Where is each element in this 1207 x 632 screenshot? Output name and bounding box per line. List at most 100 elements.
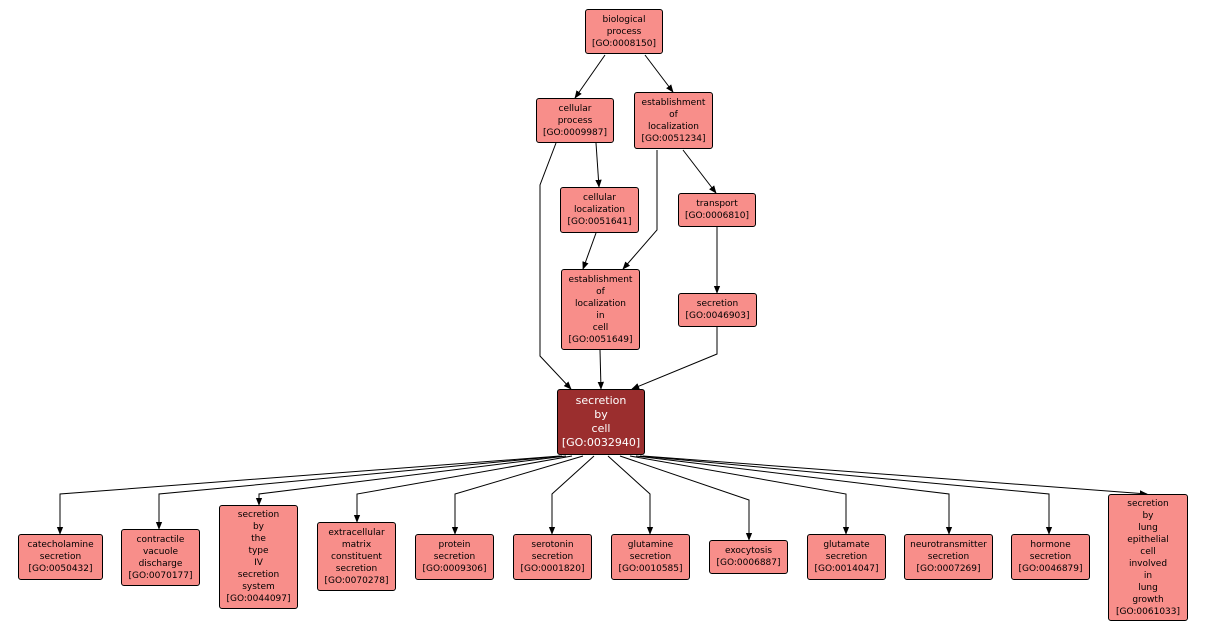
node-label-line: secretion bbox=[927, 552, 970, 562]
node-catecholamine-secretion[interactable]: catecholamine secretion [GO:0050432] bbox=[18, 534, 103, 580]
node-label-line: type bbox=[248, 546, 269, 556]
node-label-line: [GO:0009987] bbox=[542, 127, 608, 138]
node-label-line: localization bbox=[648, 121, 699, 132]
node-label-line: [GO:0001820] bbox=[520, 564, 585, 574]
edge-establishment-of-localization-to-establishment-in-cell bbox=[622, 150, 658, 270]
node-label-line: vacuole bbox=[142, 546, 179, 557]
node-label-line: [GO:0006810] bbox=[684, 211, 750, 221]
node-label-line: [GO:0006887] bbox=[716, 558, 781, 568]
node-label-line: establishment bbox=[641, 97, 706, 108]
node-label-line: process bbox=[557, 115, 593, 126]
node-label-line: of bbox=[669, 109, 678, 120]
node-label-line: glutamine bbox=[627, 540, 674, 550]
edge-to-type-iv-secretion bbox=[255, 455, 567, 506]
node-label-line: catecholamine bbox=[27, 540, 94, 550]
node-label-line: of bbox=[596, 286, 605, 297]
node-label-line: lung bbox=[1138, 582, 1158, 593]
node-label-line: cell bbox=[592, 322, 609, 333]
node-label-line: [GO:0044097] bbox=[226, 594, 291, 604]
edge-to-catecholamine-secretion bbox=[56, 455, 561, 535]
edge-secretion-to-secretion-by-cell bbox=[631, 327, 718, 390]
node-label-line: cellular bbox=[558, 103, 592, 114]
node-label-line: secretion bbox=[696, 299, 739, 309]
node-cellular-process[interactable]: cellular process [GO:0009987] bbox=[536, 98, 614, 143]
node-label-line: exocytosis bbox=[724, 546, 773, 556]
node-glutamine-secretion[interactable]: glutamine secretion [GO:0010585] bbox=[611, 534, 690, 580]
edge-to-exocytosis bbox=[619, 455, 753, 541]
node-label-line: by bbox=[594, 408, 608, 421]
edge-to-serotonin-secretion bbox=[548, 455, 595, 535]
node-label-line: [GO:0046903] bbox=[685, 311, 750, 321]
node-label-line: [GO:0046879] bbox=[1018, 564, 1083, 574]
node-label-line: extracellular bbox=[328, 527, 385, 538]
node-contractile-vacuole-discharge[interactable]: contractile vacuole discharge [GO:007017… bbox=[121, 529, 200, 586]
edge-biological-process-to-cellular-process bbox=[574, 54, 606, 99]
node-label-line: cell bbox=[1140, 546, 1156, 557]
node-cellular-localization[interactable]: cellular localization [GO:0051641] bbox=[560, 187, 639, 233]
node-label-line: secretion bbox=[237, 570, 280, 580]
node-label-line: IV bbox=[254, 558, 263, 568]
node-protein-secretion[interactable]: protein secretion [GO:0009306] bbox=[415, 534, 494, 580]
node-label-line: glutamate bbox=[823, 540, 870, 550]
node-hormone-secretion[interactable]: hormone secretion [GO:0046879] bbox=[1011, 534, 1090, 580]
node-label-line: constituent bbox=[331, 551, 382, 562]
node-label-line: hormone bbox=[1030, 540, 1071, 550]
node-establishment-of-localization[interactable]: establishment of localization [GO:005123… bbox=[634, 92, 713, 149]
edge-to-glutamine-secretion bbox=[607, 455, 654, 535]
node-label-line: the bbox=[251, 534, 266, 544]
node-label-line: [GO:0051234] bbox=[641, 133, 706, 144]
edge-biological-process-to-establishment-of-localization bbox=[644, 54, 674, 93]
node-establishment-of-localization-in-cell[interactable]: establishment of localization in cell [G… bbox=[561, 269, 640, 350]
node-label-line: in bbox=[1143, 570, 1153, 581]
node-label-line: neurotransmitter bbox=[910, 540, 987, 550]
edge-to-protein-secretion bbox=[451, 455, 584, 535]
edge-cellular-process-to-cellular-localization bbox=[595, 142, 602, 188]
node-label-line: [GO:0070278] bbox=[324, 575, 389, 586]
node-extracellular-matrix-constituent-secretion[interactable]: extracellular matrix constituent secreti… bbox=[317, 522, 396, 591]
node-label-line: secretion bbox=[1127, 498, 1169, 509]
node-label-line: discharge bbox=[138, 558, 183, 569]
node-label-line: [GO:0010585] bbox=[618, 564, 683, 574]
node-label-line: secretion bbox=[825, 552, 868, 562]
node-label-line: secretion bbox=[629, 552, 672, 562]
node-label-line: secretion bbox=[335, 563, 378, 574]
node-secretion-by-type-iv-secretion-system[interactable]: secretion by the type IV secretion syste… bbox=[219, 505, 298, 609]
node-label-line: [GO:0014047] bbox=[814, 564, 879, 574]
node-label-line: cell bbox=[591, 422, 611, 435]
node-label-line: [GO:0051649] bbox=[568, 334, 633, 345]
node-label-line: involved bbox=[1128, 558, 1168, 569]
node-label-line: localization bbox=[575, 298, 626, 309]
node-label-line: [GO:0061033] bbox=[1115, 606, 1181, 617]
node-label-line: secretion bbox=[39, 552, 82, 562]
node-label-line: epithelial bbox=[1127, 534, 1169, 545]
node-serotonin-secretion[interactable]: serotonin secretion [GO:0001820] bbox=[513, 534, 592, 580]
node-label-line: establishment bbox=[568, 274, 633, 285]
node-label-line: system bbox=[242, 582, 275, 592]
node-secretion-by-lung-epithelial-cell[interactable]: secretion by lung epithelial cell involv… bbox=[1108, 494, 1188, 621]
node-glutamate-secretion[interactable]: glutamate secretion [GO:0014047] bbox=[807, 534, 886, 580]
node-label-line: secretion bbox=[1029, 552, 1072, 562]
edge-establishment-in-cell-to-secretion-by-cell bbox=[597, 349, 605, 390]
node-label-line: matrix bbox=[341, 539, 372, 550]
node-exocytosis[interactable]: exocytosis [GO:0006887] bbox=[709, 540, 788, 574]
edge-to-contractile-vacuole-discharge bbox=[155, 455, 563, 530]
node-label-line: growth bbox=[1132, 594, 1164, 605]
edge-cellular-process-to-secretion-by-cell bbox=[539, 142, 572, 390]
node-label-line: in bbox=[596, 310, 605, 321]
edge-cellular-localization-to-establishment-in-cell bbox=[582, 232, 597, 270]
node-label-line: [GO:0007269] bbox=[916, 564, 981, 574]
node-label-line: lung bbox=[1138, 522, 1158, 533]
edge-to-glutamate-secretion bbox=[629, 455, 850, 535]
node-neurotransmitter-secretion[interactable]: neurotransmitter secretion [GO:0007269] bbox=[904, 534, 993, 580]
node-secretion-by-cell[interactable]: secretion by cell [GO:0032940] bbox=[557, 389, 645, 455]
edge-to-neurotransmitter-secretion bbox=[635, 455, 953, 535]
node-label-line: transport bbox=[696, 199, 738, 209]
node-secretion[interactable]: secretion [GO:0046903] bbox=[678, 293, 757, 327]
node-label-line: contractile bbox=[136, 534, 185, 545]
node-label-line: serotonin bbox=[531, 540, 574, 550]
edge-establishment-of-localization-to-transport bbox=[682, 149, 717, 194]
node-biological-process[interactable]: biological process [GO:0008150] bbox=[585, 9, 663, 54]
node-transport[interactable]: transport [GO:0006810] bbox=[678, 193, 756, 227]
node-label-line: secretion bbox=[237, 510, 280, 520]
